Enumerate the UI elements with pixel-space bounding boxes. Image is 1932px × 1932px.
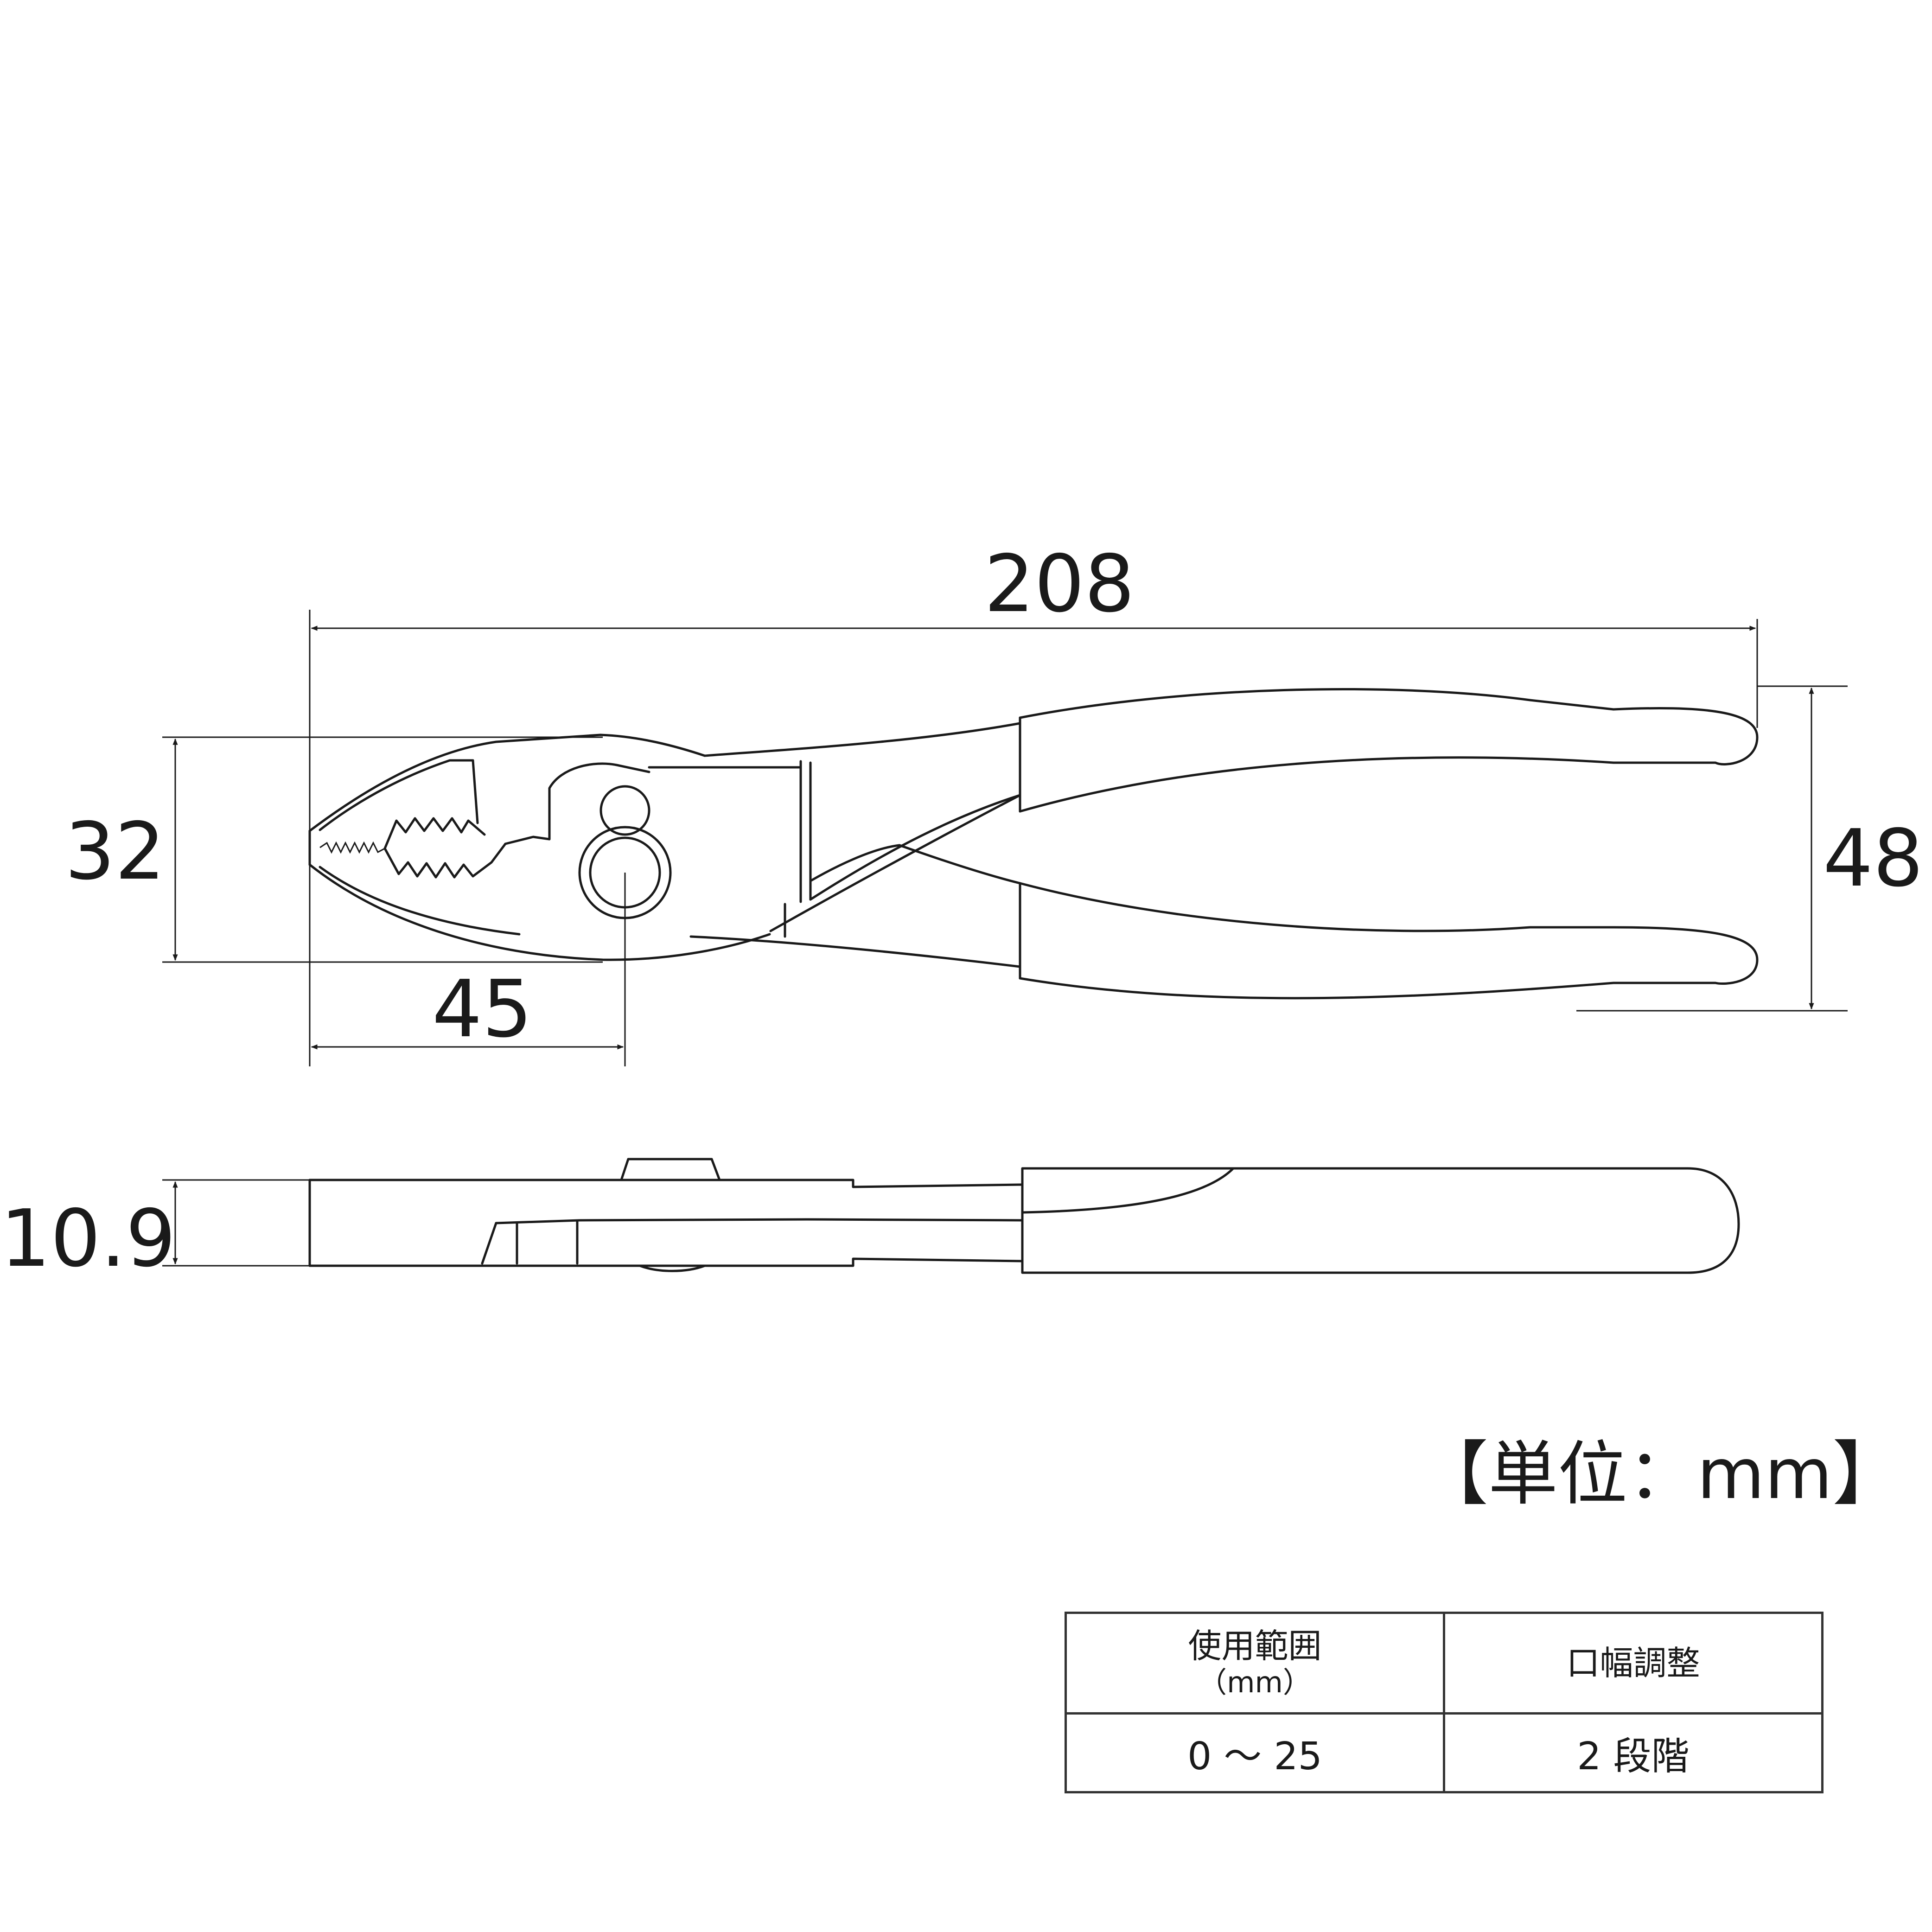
range-header-unit: （mm） — [1198, 1665, 1312, 1699]
side-jaw-block — [308, 1179, 1024, 1267]
slip-joint-slot — [504, 762, 650, 845]
adjust-header-cell: 口幅調整 — [1443, 1612, 1824, 1715]
lower-teeth — [383, 842, 507, 879]
adjust-value-cell: 2 段階 — [1443, 1712, 1824, 1793]
pivot-small-hole — [599, 785, 650, 836]
upper-jaw — [308, 733, 706, 832]
dim-109-label: 10.9 — [0, 1193, 176, 1285]
range-value-cell: 0 ～ 25 — [1065, 1712, 1445, 1793]
lower-jaw — [308, 863, 771, 961]
pliers-side-view — [308, 1158, 1740, 1274]
spec-table: 使用範囲 （mm） 口幅調整 0 ～ 25 2 段階 — [1065, 1612, 1824, 1793]
adjust-header-label: 口幅調整 — [1566, 1644, 1700, 1683]
lower-body-line — [689, 935, 1021, 968]
dimension-lines: 208 32 48 45 10.9 — [0, 538, 1923, 1285]
inner-jaw-outline — [319, 759, 479, 831]
spec-table-value-row: 0 ～ 25 2 段階 — [1065, 1712, 1824, 1793]
dim-45-label: 45 — [432, 963, 532, 1055]
side-jaw-notch — [481, 1222, 497, 1265]
upper-teeth — [383, 817, 486, 850]
upper-body — [703, 722, 1021, 757]
side-jaw-split — [495, 1218, 1024, 1224]
spec-table-header-row: 使用範囲 （mm） 口幅調整 — [1065, 1612, 1824, 1715]
upper-arm-crossing — [769, 794, 1021, 932]
side-handle — [1021, 1167, 1740, 1274]
side-pivot-nut — [620, 1158, 721, 1181]
lower-arm-crossing — [809, 844, 1021, 885]
lower-handle-grip — [1019, 882, 1759, 1000]
dim-32-label: 32 — [65, 806, 165, 898]
dim-48-label: 48 — [1823, 813, 1923, 905]
side-pivot-bottom — [638, 1264, 706, 1272]
unit-label: 【単位：mm】 — [1419, 1434, 1902, 1515]
tip-serration — [319, 841, 385, 854]
dim-208-label: 208 — [984, 538, 1135, 630]
pliers-top-view — [308, 688, 1759, 1000]
lower-arm-inner — [809, 794, 1021, 901]
upper-handle-grip — [1019, 688, 1759, 813]
range-header-cell: 使用範囲 （mm） — [1065, 1612, 1445, 1715]
inner-jaw-lower — [319, 866, 521, 936]
range-header-label: 使用範囲 — [1188, 1626, 1322, 1665]
side-handle-curve — [1021, 1167, 1235, 1214]
